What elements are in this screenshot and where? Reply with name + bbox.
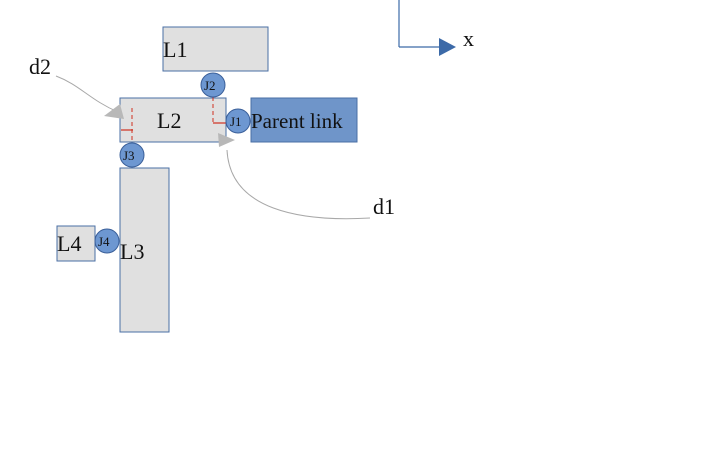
d2-leader-line	[55, 75, 119, 113]
axis-x-label: x	[463, 26, 474, 51]
axis-arrowhead	[439, 38, 456, 56]
parent-link-box	[250, 97, 358, 143]
joint-j4-label: J4	[98, 234, 110, 249]
joint-j4-circle	[94, 228, 120, 254]
joint-j1-label: J1	[230, 114, 242, 129]
joint-j2: J2	[200, 72, 226, 98]
d1-label: d1	[373, 194, 395, 219]
joint-j2-label: J2	[204, 78, 216, 93]
link-l1-box	[162, 26, 269, 72]
link-l1-label: L1	[163, 37, 187, 62]
joint-j4: J4	[94, 228, 120, 254]
link-l4-box	[56, 225, 96, 262]
joint-j1-circle	[225, 108, 251, 134]
d1-leader-line	[226, 149, 371, 220]
x-axis-indicator: x	[398, 0, 474, 56]
d2-label: d2	[29, 54, 51, 79]
d1-arrowhead	[218, 133, 235, 147]
joint-j3: J3	[119, 142, 145, 168]
link-l4-label: L4	[57, 231, 81, 256]
offset-markers	[121, 97, 227, 142]
d2-arrowhead	[104, 104, 124, 119]
joint-j3-circle	[119, 142, 145, 168]
link-l2-label: L2	[157, 108, 181, 133]
link-l3-box	[119, 167, 170, 333]
joint-j1: J1	[225, 108, 251, 134]
parent-link-label: Parent link	[251, 109, 343, 133]
link-l3-label: L3	[120, 239, 144, 264]
dimension-leaders: d1 d2	[29, 54, 395, 220]
joint-j3-label: J3	[123, 148, 135, 163]
joint-j2-circle	[200, 72, 226, 98]
link-l2-box	[119, 97, 227, 143]
